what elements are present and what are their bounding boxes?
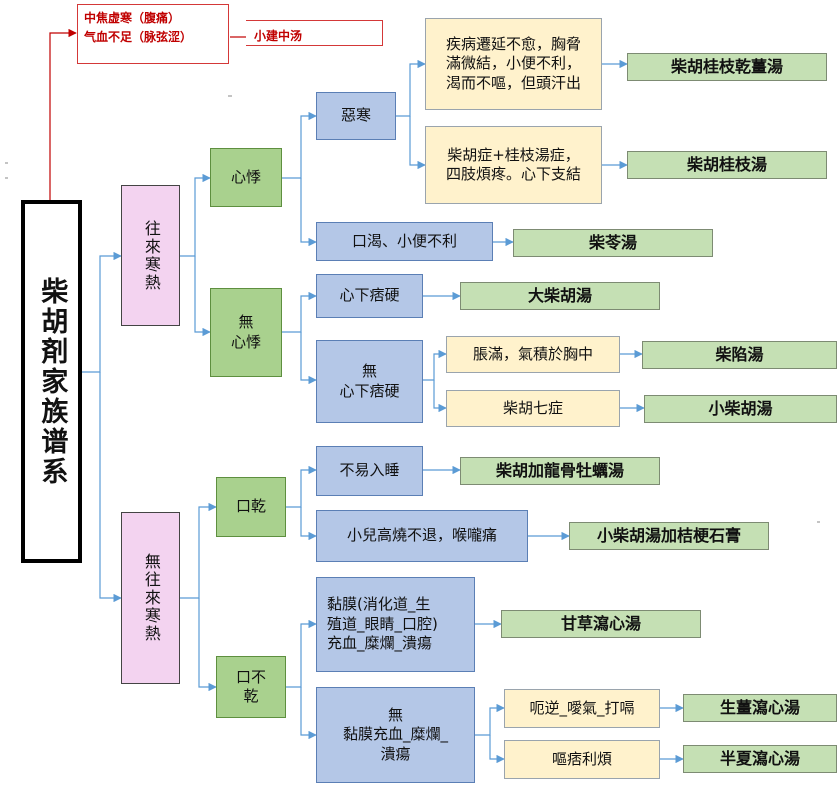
result-chaixian: 柴陷湯 <box>642 341 837 369</box>
node-epigastric-label: 心下痞硬 <box>339 286 400 305</box>
node-combined-symptoms-label: 柴胡症+桂枝湯症， 四肢煩疼。心下支結 <box>445 145 581 184</box>
node-palpitation: 心悸 <box>210 148 282 207</box>
node-distension-label: 脹滿，氣積於胸中 <box>472 344 593 363</box>
node-seven-symptoms-label: 柴胡七症 <box>502 398 563 417</box>
node-not-dry: 口不 乾 <box>216 656 286 718</box>
node-no-mucosa: 無 黏膜充血_糜爛_ 潰瘍 <box>316 687 475 783</box>
result-da-chaihu-label: 大柴胡湯 <box>527 285 592 305</box>
node-hot-cold: 往來寒熱 <box>121 185 180 326</box>
result-jiegeng-shigao-label: 小柴胡湯加桔梗石膏 <box>596 525 741 545</box>
node-no-palpitation: 無 心悸 <box>210 288 282 377</box>
node-aversion-cold: 惡寒 <box>316 92 396 140</box>
node-thirst-label: 口渴、小便不利 <box>351 231 457 250</box>
result-longgu-muli-label: 柴胡加龍骨牡蠣湯 <box>495 460 624 480</box>
result-shengjiang-xiexin: 生薑瀉心湯 <box>683 694 837 722</box>
node-mucosa-label: 黏膜(消化道_生 殖道_眼睛_口腔) 充血_糜爛_潰瘍 <box>327 595 438 653</box>
result-banxia-xiexin-label: 半夏瀉心湯 <box>719 748 800 768</box>
result-banxia-xiexin: 半夏瀉心湯 <box>683 745 837 773</box>
result-longgu-muli: 柴胡加龍骨牡蠣湯 <box>460 457 660 485</box>
result-gancao-xiexin-label: 甘草瀉心湯 <box>560 613 641 633</box>
node-mucosa: 黏膜(消化道_生 殖道_眼睛_口腔) 充血_糜爛_潰瘍 <box>316 577 475 672</box>
node-seven-symptoms: 柴胡七症 <box>446 390 620 427</box>
node-insomnia-label: 不易入睡 <box>339 461 400 480</box>
top-note-box: 中焦虚寒（腹痛） 气血不足（脉弦涩） <box>77 4 229 64</box>
result-chaihu-guizhi-ganjiang-label: 柴胡桂枝乾薑湯 <box>670 56 783 76</box>
node-chronic-symptoms: 疾病遷延不愈，胸脅 滿微結，小便不利， 渴而不嘔，但頭汗出 <box>425 18 602 110</box>
root-title-text: 柴胡剤家族谱系 <box>36 276 68 487</box>
node-chronic-symptoms-label: 疾病遷延不愈，胸脅 滿微結，小便不利， 渴而不嘔，但頭汗出 <box>445 34 581 92</box>
node-no-hot-cold-label: 無往來寒熱 <box>141 553 161 643</box>
node-distension: 脹滿，氣積於胸中 <box>446 336 620 373</box>
result-xiao-chaihu: 小柴胡湯 <box>644 395 837 423</box>
node-hot-cold-label: 往來寒熱 <box>141 219 161 292</box>
node-vomit-label: 嘔痞利煩 <box>551 749 612 768</box>
node-hiccup-label: 呃逆_噯氣_打嗝 <box>529 698 635 717</box>
node-dry-mouth-label: 口乾 <box>235 497 266 516</box>
top-note-result: 小建中汤 <box>246 20 383 46</box>
root-title: 柴胡剤家族谱系 <box>21 200 82 563</box>
top-note-result-text: 小建中汤 <box>254 29 303 43</box>
result-chaihu-guizhi-label: 柴胡桂枝湯 <box>686 154 767 174</box>
node-not-dry-label: 口不 乾 <box>235 667 266 706</box>
result-da-chaihu: 大柴胡湯 <box>460 282 660 310</box>
node-hiccup: 呃逆_噯氣_打嗝 <box>504 689 660 728</box>
node-no-epigastric: 無 心下痞硬 <box>316 340 423 423</box>
top-note-line2: 气血不足（脉弦涩） <box>84 30 193 44</box>
result-chailing: 柴苓湯 <box>513 229 713 257</box>
result-jiegeng-shigao: 小柴胡湯加桔梗石膏 <box>569 522 769 550</box>
node-no-palpitation-label: 無 心悸 <box>230 313 261 351</box>
node-no-epigastric-label: 無 心下痞硬 <box>339 362 400 400</box>
top-note-line1: 中焦虚寒（腹痛） <box>84 11 181 25</box>
result-chailing-label: 柴苓湯 <box>588 232 637 252</box>
result-xiao-chaihu-label: 小柴胡湯 <box>708 398 773 418</box>
node-epigastric: 心下痞硬 <box>316 274 423 318</box>
node-child-fever-label: 小兒高燒不退，喉嚨痛 <box>346 526 497 545</box>
result-chaixian-label: 柴陷湯 <box>715 344 764 364</box>
result-shengjiang-xiexin-label: 生薑瀉心湯 <box>719 697 800 717</box>
result-chaihu-guizhi: 柴胡桂枝湯 <box>627 151 827 179</box>
result-gancao-xiexin: 甘草瀉心湯 <box>501 610 701 638</box>
node-palpitation-label: 心悸 <box>230 167 261 186</box>
node-thirst: 口渴、小便不利 <box>316 222 493 261</box>
node-dry-mouth: 口乾 <box>216 477 286 537</box>
node-no-hot-cold: 無往來寒熱 <box>121 512 180 684</box>
node-aversion-cold-label: 惡寒 <box>340 106 371 125</box>
node-combined-symptoms: 柴胡症+桂枝湯症， 四肢煩疼。心下支結 <box>425 126 602 204</box>
node-insomnia: 不易入睡 <box>316 446 423 496</box>
result-chaihu-guizhi-ganjiang: 柴胡桂枝乾薑湯 <box>627 53 827 81</box>
node-no-mucosa-label: 無 黏膜充血_糜爛_ 潰瘍 <box>342 705 448 763</box>
node-child-fever: 小兒高燒不退，喉嚨痛 <box>316 510 528 562</box>
node-vomit: 嘔痞利煩 <box>504 740 660 779</box>
